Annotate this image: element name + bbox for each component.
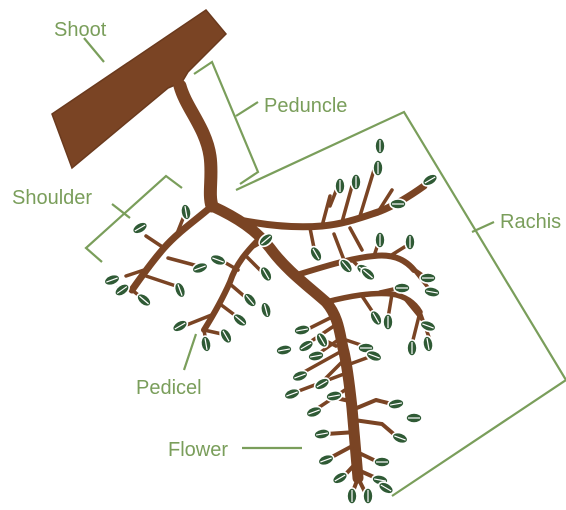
pedicel-leader bbox=[184, 334, 196, 370]
shoot-leader bbox=[84, 38, 104, 62]
peduncle-stem bbox=[180, 86, 212, 206]
peduncle-leader bbox=[236, 102, 258, 116]
label-pedicel: Pedicel bbox=[136, 377, 202, 399]
label-rachis: Rachis bbox=[500, 211, 561, 233]
shoulder-branch bbox=[132, 206, 212, 290]
label-peduncle: Peduncle bbox=[264, 95, 347, 117]
label-shoulder: Shoulder bbox=[12, 187, 92, 209]
label-flower: Flower bbox=[168, 439, 228, 461]
rachis-leader bbox=[472, 222, 494, 232]
lateral-branch-lower bbox=[326, 293, 420, 312]
label-shoot: Shoot bbox=[54, 19, 107, 41]
